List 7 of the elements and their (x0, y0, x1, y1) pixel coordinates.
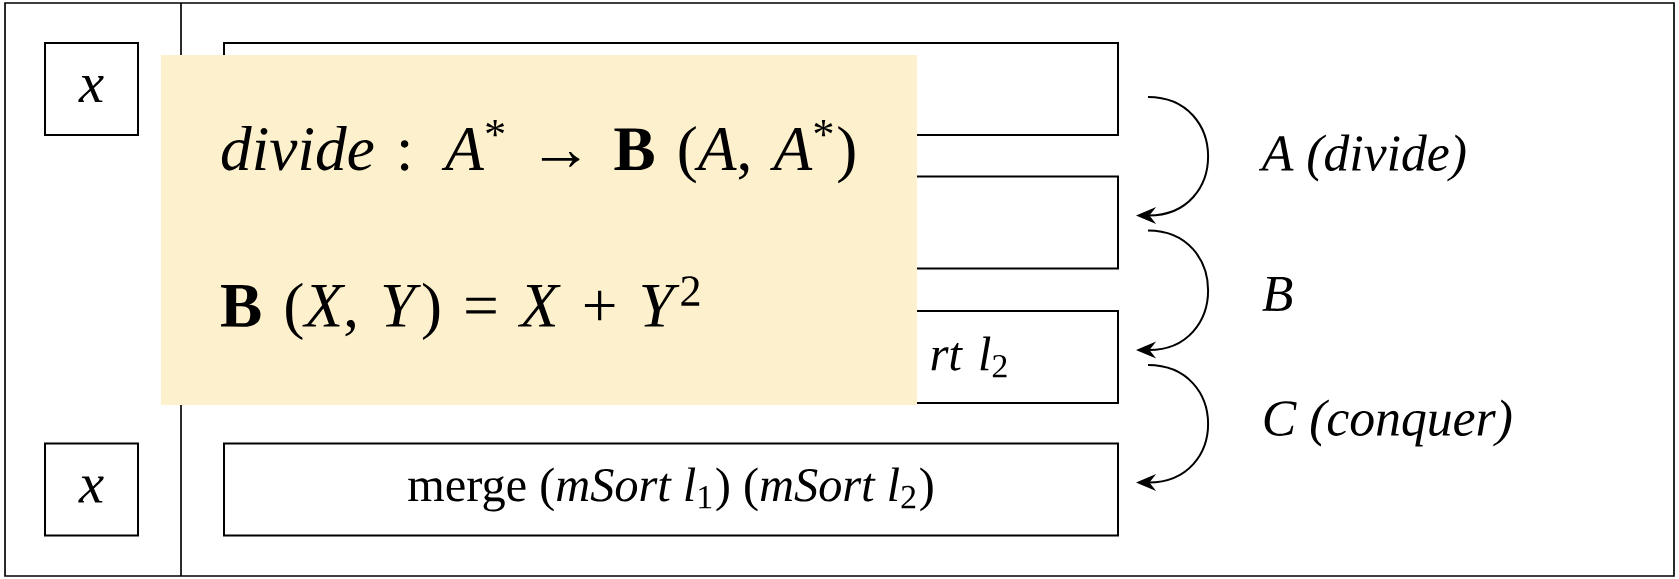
variable-box: x (44, 442, 139, 537)
expression-box: merge (mSort l$_{1}$) (mSort l$_{2}$) (223, 442, 1119, 537)
variable-box: x (44, 42, 139, 136)
formula-tooltip: divide : A$^{*}$ → B (A, A$^{*}$) B (X, Y) = X + Y$^{2}$ (161, 55, 917, 405)
edge-label: C (conquer) (1264, 399, 1512, 447)
edge-label: B (1262, 277, 1293, 311)
edge-label: A (divide) (1258, 134, 1466, 182)
